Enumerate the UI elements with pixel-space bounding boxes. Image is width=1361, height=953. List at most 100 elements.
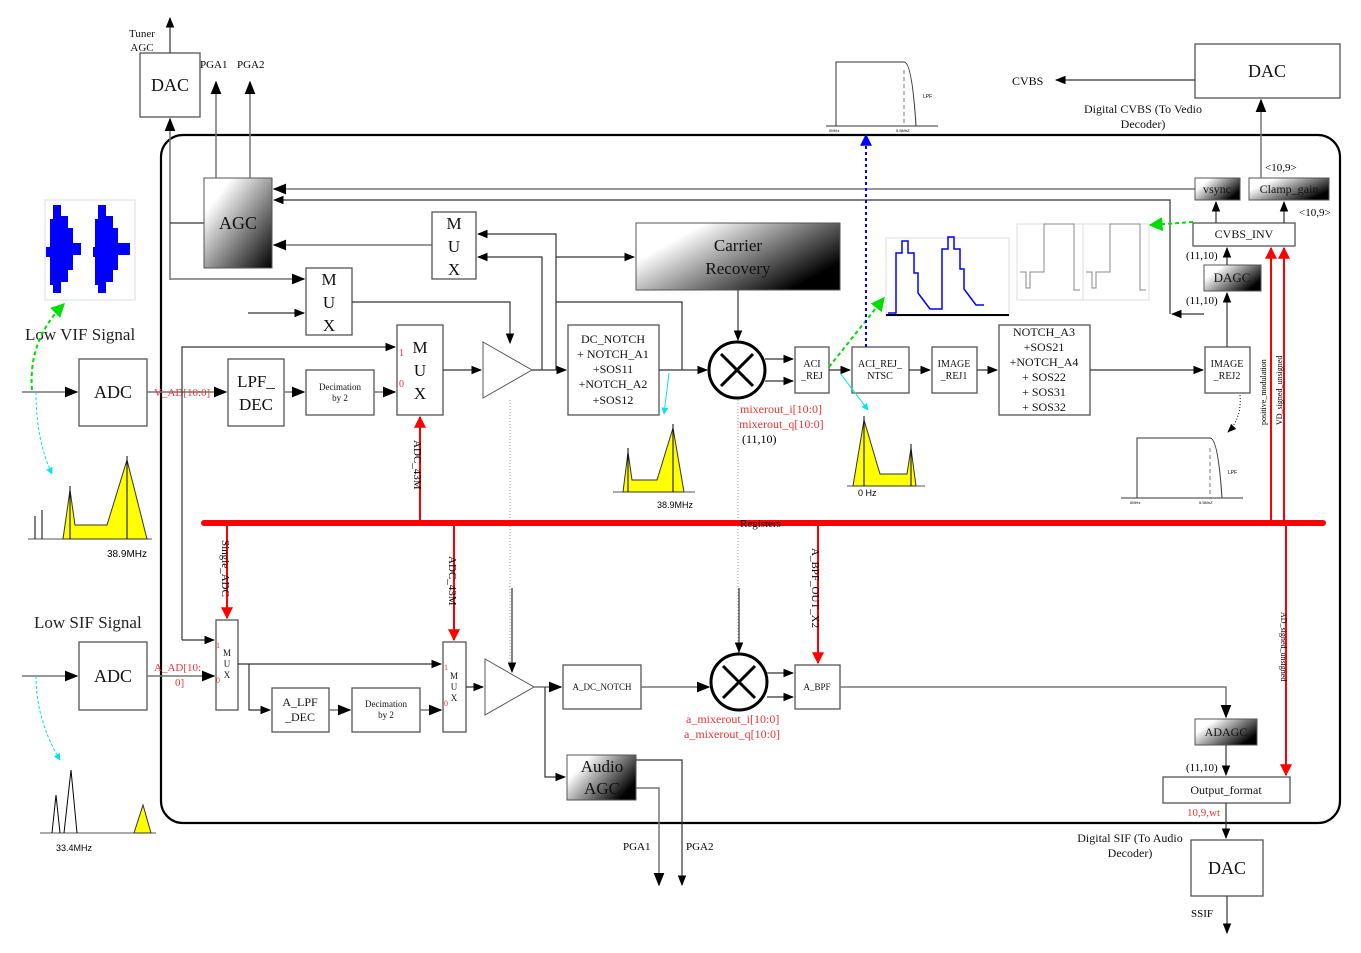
svg-text:+SOS12: +SOS12 <box>593 393 634 407</box>
output-format-block: Output_format <box>1162 776 1291 804</box>
notch-a3-block: NOTCH_A3 +SOS21 +NOTCH_A4 + SOS22 + SOS3… <box>998 324 1091 416</box>
cyan-arrow <box>661 372 670 415</box>
svg-text:Output_format: Output_format <box>1190 783 1262 797</box>
vd-signed-label: VD_signed_unsigned <box>1275 356 1284 425</box>
wire <box>840 686 1232 719</box>
svg-text:IMAGE: IMAGE <box>938 359 971 370</box>
svg-text:+SOS21: +SOS21 <box>1024 340 1065 354</box>
svg-text:ACI_REJ_: ACI_REJ_ <box>858 359 903 370</box>
cyan-dash-arrow <box>35 391 53 475</box>
a-ad-label: A_AD[10: <box>154 662 201 674</box>
svg-text:U: U <box>224 659 231 669</box>
svg-text:U: U <box>448 237 460 256</box>
dagc-to-agc-wire <box>272 195 1171 314</box>
pga1-label: PGA1 <box>200 59 228 71</box>
sif-mixer <box>709 652 769 712</box>
amp-out-to-mux2-wire <box>476 252 543 370</box>
registers-label: Registers <box>740 518 781 530</box>
pga2-label: PGA2 <box>686 841 714 853</box>
audio-agc-block: Audio AGC <box>566 754 637 801</box>
format-label: <10,9> <box>1265 162 1297 174</box>
mux-sif: M U X 1 0 <box>442 641 467 733</box>
cyan-arrow <box>839 372 869 411</box>
vif-waveform-inset <box>44 199 136 301</box>
svg-text:+ SOS31: + SOS31 <box>1022 385 1066 399</box>
svg-text:38.9MHz: 38.9MHz <box>107 549 147 560</box>
dc-notch-block: DC_NOTCH + NOTCH_A1 +SOS11 +NOTCH_A2 +SO… <box>567 324 660 416</box>
svg-text:X: X <box>451 693 458 703</box>
digital-sif-label: Digital SIF (To Audio <box>1077 831 1183 845</box>
image-rej2-block: IMAGE _REJ2 <box>1204 346 1251 394</box>
audio-pga1-arrow <box>636 787 665 887</box>
pga2-label: PGA2 <box>237 59 265 71</box>
adc43m-label: ADC_43M <box>446 556 458 606</box>
image-rej1-block: IMAGE _REJ1 <box>931 346 978 394</box>
clamp-gain-block: Clamp_gain <box>1248 177 1330 201</box>
svg-text:+ SOS22: + SOS22 <box>1022 370 1066 384</box>
svg-text:_REJ1: _REJ1 <box>940 371 968 382</box>
svg-text:DAC: DAC <box>1208 858 1246 878</box>
svg-text:38.9MHz: 38.9MHz <box>657 500 694 510</box>
mux-top: M U X <box>431 211 477 280</box>
svg-text:X: X <box>414 384 426 403</box>
svg-text:LPF: LPF <box>923 94 932 100</box>
mixerout-i-label: mixerout_i[10:0] <box>740 402 822 416</box>
svg-text:by 2: by 2 <box>332 393 348 403</box>
svg-text:M: M <box>223 648 231 658</box>
vif-mixer <box>707 340 767 400</box>
format-label: 10,9,wt <box>1187 807 1220 819</box>
digital-sif-label: Decoder) <box>1108 846 1153 860</box>
svg-text:1: 1 <box>216 641 220 650</box>
mux-sif-input: M U X 1 0 <box>215 619 239 711</box>
svg-text:0: 0 <box>216 676 220 685</box>
svg-text:ADAGC: ADAGC <box>1205 725 1248 739</box>
adagc-block: ADAGC <box>1194 718 1258 746</box>
agc-label: AGC <box>219 213 257 233</box>
chroma-waveform-inset <box>1016 223 1150 301</box>
format-label: (11,10) <box>1186 250 1218 262</box>
green-dash-arrow <box>828 296 885 368</box>
svg-text:LPF: LPF <box>1228 470 1237 476</box>
chip-boundary <box>159 133 1342 825</box>
low-vif-label: Low VIF Signal <box>25 325 135 344</box>
luma-waveform-inset <box>885 236 1010 317</box>
a-mixerout-q-label: a_mixerout_q[10:0] <box>684 727 780 741</box>
svg-text:A_LPF: A_LPF <box>282 695 318 709</box>
svg-text:0MHz: 0MHz <box>829 128 839 133</box>
ad-signed-label: AD_signed_unsigned <box>1279 612 1288 681</box>
format-label: (11,10) <box>742 432 777 446</box>
format-label: <10,9> <box>1299 207 1331 219</box>
svg-text:A_DC_NOTCH: A_DC_NOTCH <box>572 682 632 692</box>
sif-amplifier <box>484 658 536 716</box>
svg-text:M: M <box>412 338 427 357</box>
svg-text:U: U <box>323 293 335 312</box>
wire <box>248 664 272 715</box>
svg-text:U: U <box>414 361 426 380</box>
svg-text:+NOTCH_A4: +NOTCH_A4 <box>1010 355 1079 369</box>
sif-spectrum-inset: 33.4MHz <box>40 769 156 853</box>
a-bpf-out-label: A_BPF_OUT_X2 <box>809 548 821 628</box>
svg-text:+ NOTCH_A1: + NOTCH_A1 <box>577 347 649 361</box>
svg-text:Recovery: Recovery <box>705 259 771 278</box>
low-sif-label: Low SIF Signal <box>34 613 142 632</box>
wire <box>544 687 567 782</box>
decimation-block: Decimation by 2 <box>305 369 375 416</box>
svg-text:U: U <box>451 682 458 692</box>
dagc-block: DAGC <box>1203 264 1262 292</box>
svg-text:ADC: ADC <box>94 382 132 402</box>
digital-cvbs-label: Decoder) <box>1121 117 1166 131</box>
svg-text:Decimation: Decimation <box>319 382 361 392</box>
pga1-label: PGA1 <box>623 841 651 853</box>
svg-text:DC_NOTCH: DC_NOTCH <box>581 332 645 346</box>
mixerout-q-label: mixerout_q[10:0] <box>739 417 824 431</box>
svg-text:0: 0 <box>444 699 448 708</box>
format-label: (11,10) <box>1186 295 1218 307</box>
mid-spectrum-inset: 38.9MHz <box>613 424 695 510</box>
agc-out-label: AGC <box>130 42 153 54</box>
svg-text:A_BPF: A_BPF <box>803 682 830 692</box>
svg-text:Clamp_gain: Clamp_gain <box>1260 182 1319 196</box>
mux-to-amp-wire <box>352 301 515 345</box>
svg-text:LPF_: LPF_ <box>237 372 275 391</box>
svg-text:DEC: DEC <box>239 395 273 414</box>
